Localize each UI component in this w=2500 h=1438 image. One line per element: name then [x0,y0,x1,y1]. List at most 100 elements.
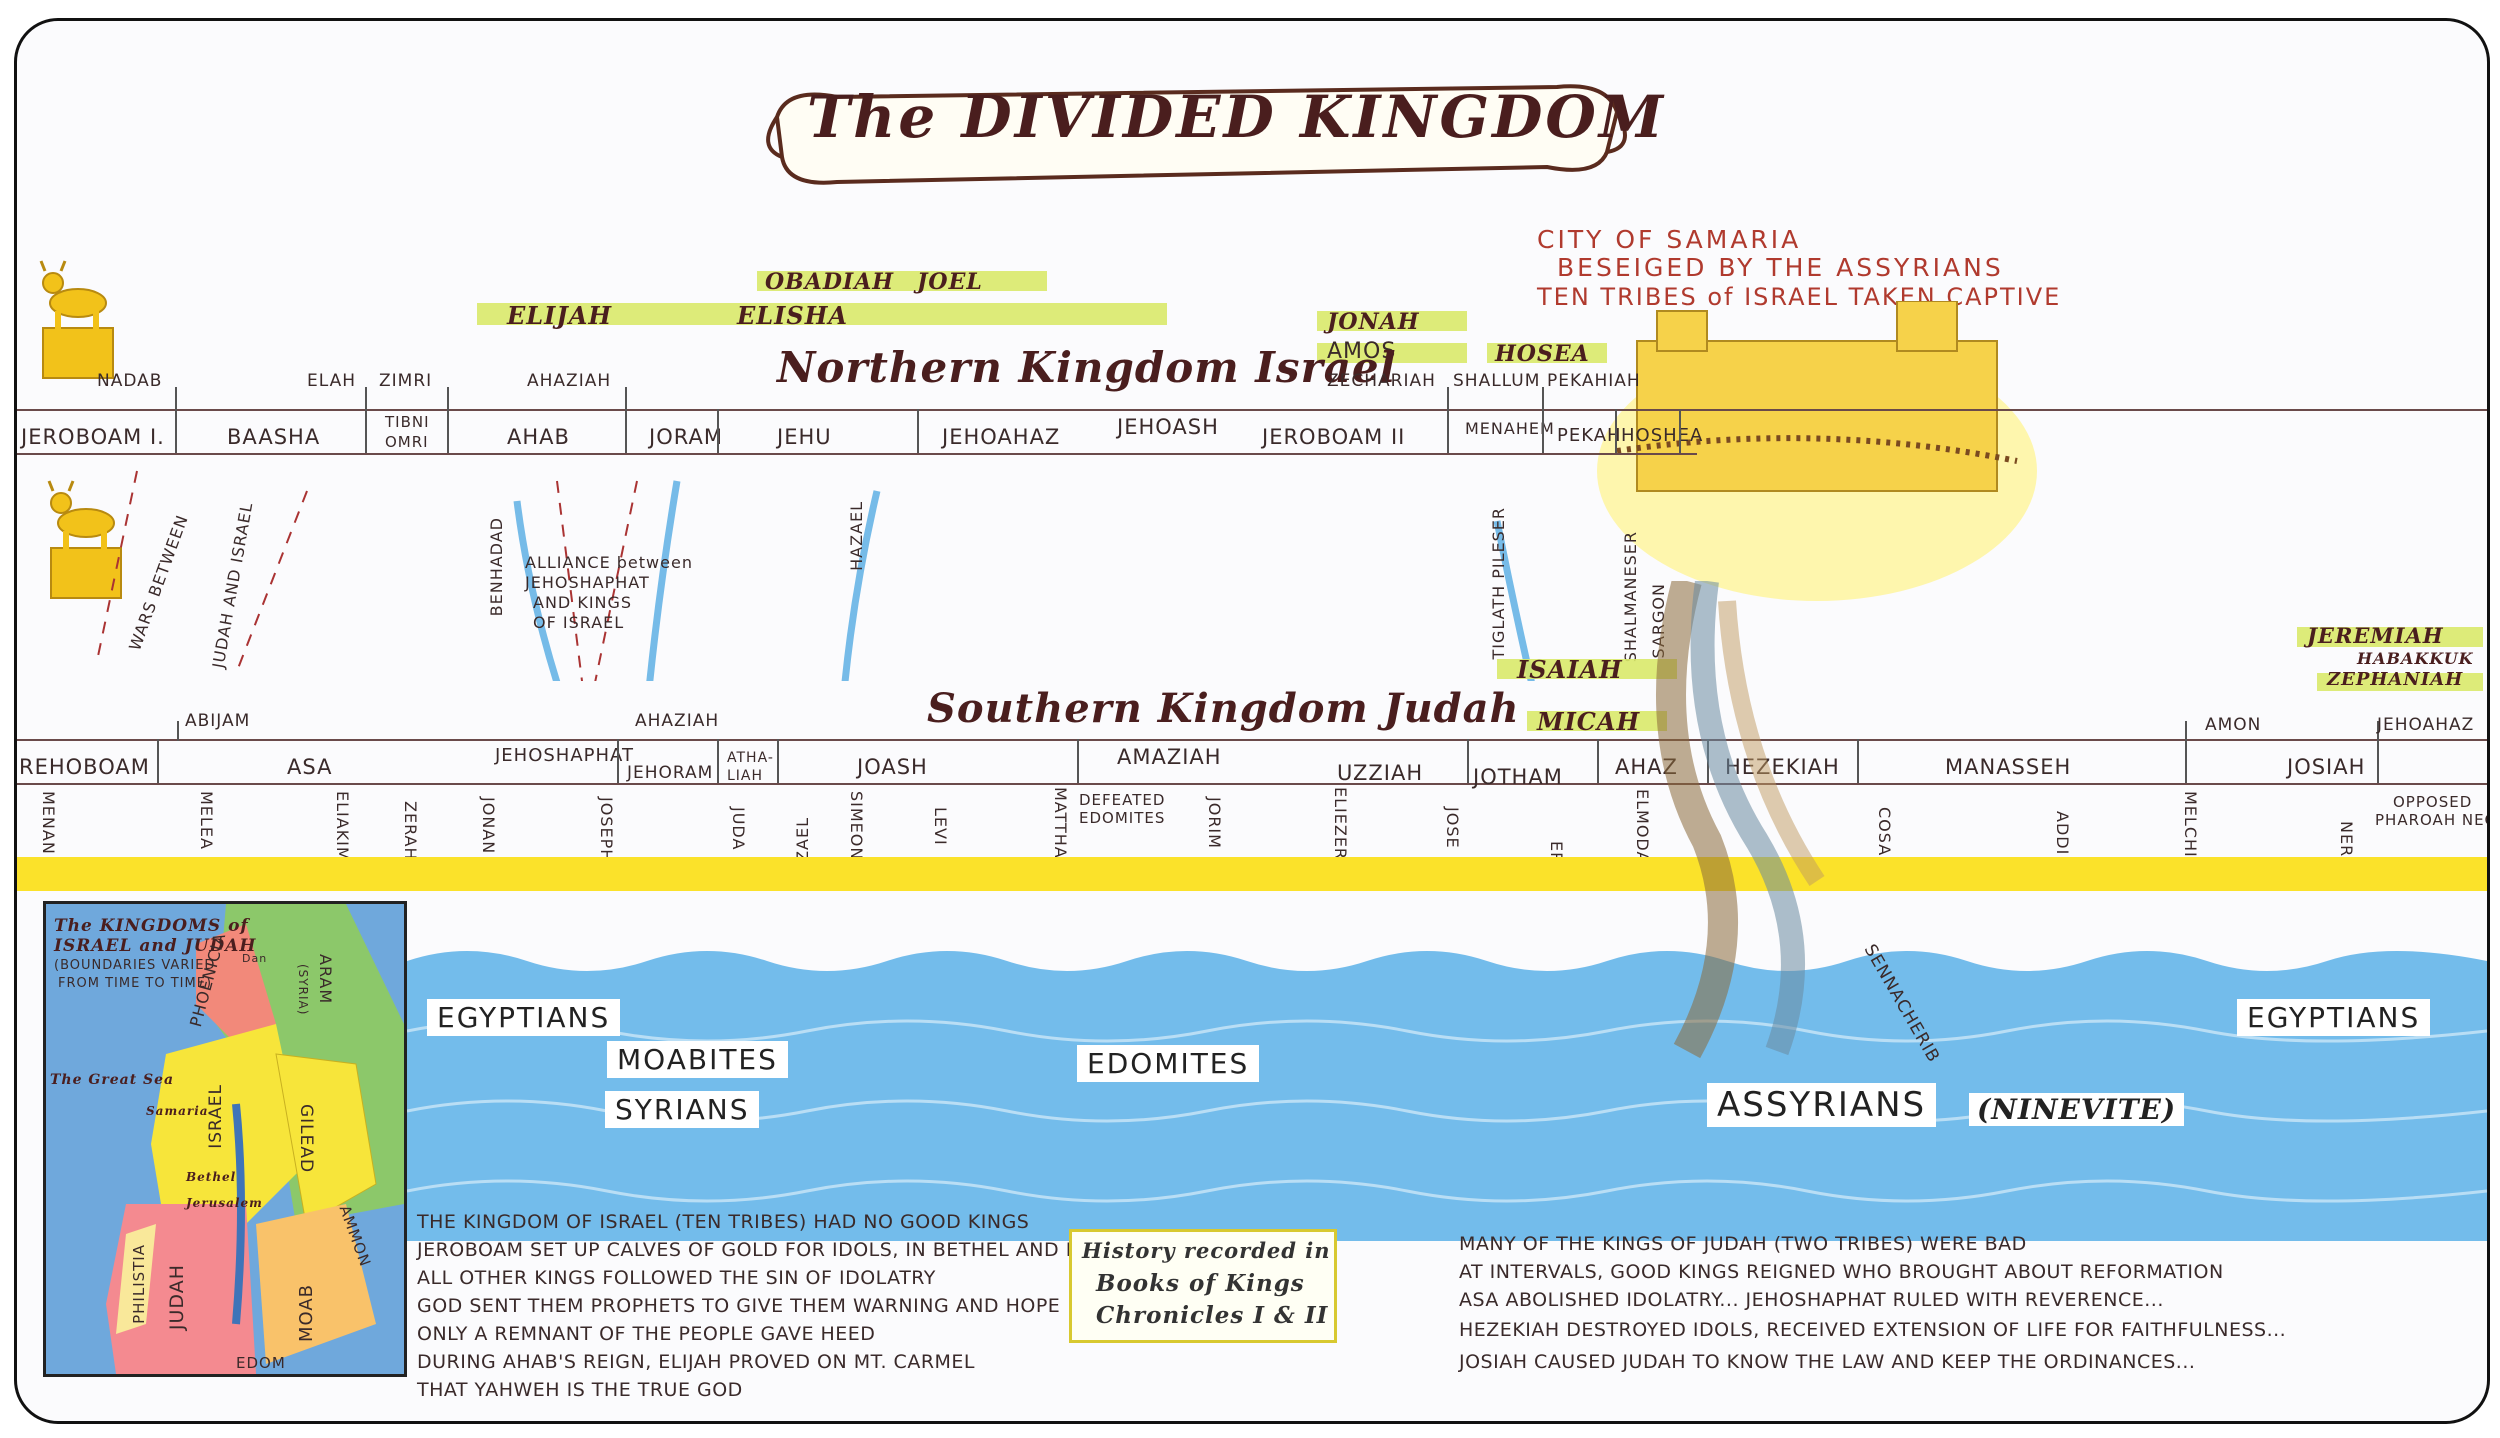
south-row-divider [1077,739,1079,783]
prophet-joel: JOEL [917,269,983,295]
north-row-divider [1679,409,1681,453]
south-king-jotham: JOTHAM [1473,765,1563,789]
map-title-3: (BOUNDARIES VARIED [54,958,216,973]
north-king-omri: OMRI [385,433,429,451]
north-king-zechariah: ZECHARIAH [1327,371,1436,391]
lineage-simeon: SIMEON [847,791,866,861]
south-king-asa: ASA [287,755,333,779]
south-king-ahaziah: AHAZIAH [635,711,720,731]
south-row-divider [1467,739,1469,783]
south-row-divider [2185,721,2187,783]
north-king-joram: JORAM [649,425,723,449]
prophet-bar-elijah-elisha [477,303,1167,325]
south-king-jehoahaz: JEHOAHAZ [2377,715,2475,735]
lineage-eliezer: ELIEZER [1331,787,1350,861]
map-samaria: Samaria [146,1104,209,1118]
prophet-bar-obadiah-joel [757,271,1047,291]
nation-egyptians-right: EGYPTIANS [2237,999,2431,1036]
history-box: History recorded in Books of Kings Chron… [1069,1229,1337,1343]
north-king-jehu: JEHU [777,425,832,449]
golden-calf-icon [39,260,114,379]
label-benhadad: BENHADAD [487,517,506,617]
lineage-eliakim: ELIAKIM [333,791,352,862]
yellow-timeline-band [17,857,2487,891]
map-great-sea: The Great Sea [50,1072,175,1088]
south-king-rehoboam: REHOBOAM [19,755,150,779]
note-pharoah-necho: PHAROAH NECHO [2375,811,2487,829]
israel-note-2: JEROBOAM SET UP CALVES OF GOLD FOR IDOLS… [417,1239,1109,1261]
north-king-zimri: ZIMRI [379,371,433,391]
prophet-hosea: HOSEA [1495,341,1590,367]
note-edomites: EDOMITES [1079,809,1166,827]
judah-note-1: MANY OF THE KINGS OF JUDAH (TWO TRIBES) … [1459,1233,2027,1255]
title-banner [766,84,1627,185]
judah-note-5: JOSIAH CAUSED JUDAH TO KNOW THE LAW AND … [1459,1351,2196,1373]
north-king-nadab: NADAB [97,371,163,391]
south-row-top-line [17,739,2487,741]
south-king-uzziah: UZZIAH [1337,761,1424,785]
north-row-divider [365,387,367,453]
prophet-bar-hosea [1487,343,1607,363]
north-king-elah: ELAH [307,371,357,391]
note-defeated: DEFEATED [1079,791,1166,809]
kingdoms-map: The KINGDOMS of ISRAEL and JUDAH (BOUNDA… [43,901,407,1377]
south-king-hezekiah: HEZEKIAH [1725,755,1840,779]
north-row-divider [1447,387,1449,453]
north-row-divider [717,409,719,453]
map-title-4: FROM TIME TO TIME) [58,976,213,991]
prophet-obadiah: OBADIAH [765,269,895,295]
lineage-cosam: COSAM [1875,807,1894,871]
map-title-1: The KINGDOMS of [54,916,249,936]
south-row-divider [1597,739,1599,783]
map-title-2: ISRAEL and JUDAH [54,936,257,956]
map-dan: Dan [242,952,268,965]
map-bethel: Bethel [186,1170,237,1184]
lineage-addi: ADDI [2053,811,2072,856]
prophet-elijah: ELIJAH [507,301,613,330]
prophet-jonah: JONAH [1327,309,1420,335]
nation-assyrians: ASSYRIANS [1707,1083,1937,1127]
south-row-divider [2377,721,2379,783]
south-king-josiah: JOSIAH [2287,755,2366,779]
map-syria: (SYRIA) [296,964,310,1016]
israel-note-5: ONLY A REMNANT OF THE PEOPLE GAVE HEED [417,1323,876,1345]
prophet-bar-jonah [1317,311,1467,331]
south-king-joash: JOASH [857,755,928,779]
middle-connections [96,470,1535,681]
prophet-jeremiah: JEREMIAH [2307,623,2444,648]
lineage-jorim: JORIM [1205,797,1224,849]
lineage-jonan: JONAN [479,797,498,855]
north-row-divider [625,387,627,453]
label-hazael: HAZAEL [847,501,866,571]
samaria-city-illustration [1597,301,2037,601]
north-king-pekah: PEKAH [1557,425,1622,446]
north-row-divider [1615,409,1617,453]
south-row-divider [717,739,719,783]
lineage-menan: MENAN [39,791,58,855]
map-israel: ISRAEL [206,1084,226,1149]
nation-edomites: EDOMITES [1077,1045,1260,1082]
north-king-jeroboam-ii: JEROBOAM II [1262,425,1406,449]
prophet-elisha: ELISHA [737,301,849,330]
lineage-juda: JUDA [729,807,748,851]
prophet-amos: AMOS [1327,339,1397,364]
north-row-divider [917,409,919,453]
north-king-baasha: BAASHA [227,425,321,449]
prophet-isaiah: ISAIAH [1517,655,1623,684]
north-king-hoshea: HOSHEA [1621,425,1704,446]
golden-calf-icon [47,480,122,599]
north-king-jehoahaz: JEHOAHAZ [942,425,1061,449]
page-title: The DIVIDED KINGDOM [807,83,1667,151]
judah-note-4: HEZEKIAH DESTROYED IDOLS, RECEIVED EXTEN… [1459,1319,2287,1341]
prophet-bar-jeremiah [2297,627,2483,647]
israel-note-1: THE KINGDOM OF ISRAEL (TEN TRIBES) HAD N… [417,1211,1030,1233]
south-king-amaziah: AMAZIAH [1117,745,1222,769]
south-row-divider [1857,739,1859,783]
prophet-habakkuk: HABAKKUK [2357,649,2474,668]
israel-note-3: ALL OTHER KINGS FOLLOWED THE SIN OF IDOL… [417,1267,936,1289]
label-alliance-2: JEHOSHAPHAT [525,573,650,592]
lineage-melchi: MELCHI [2181,791,2200,858]
map-gilead: GILEAD [296,1104,316,1174]
nation-moabites: MOABITES [607,1041,788,1078]
north-king-menahem: MENAHEM [1465,419,1555,438]
